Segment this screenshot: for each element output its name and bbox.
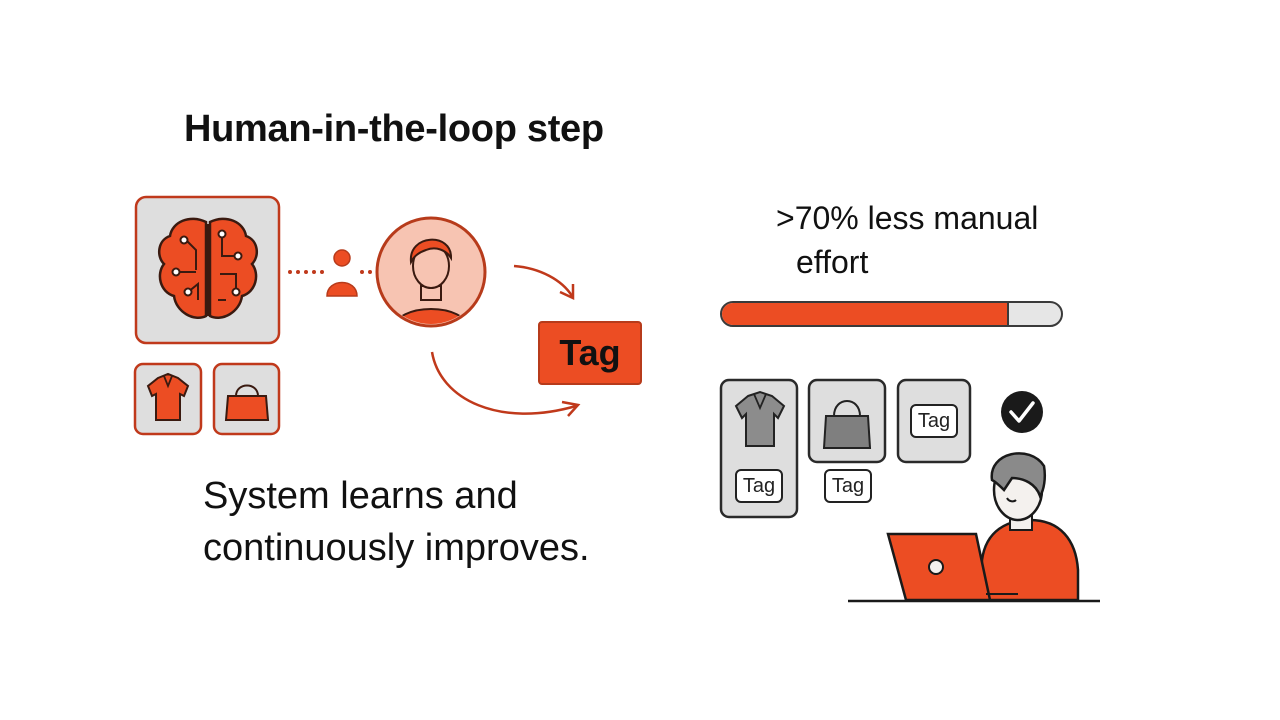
progress-fill — [722, 303, 1009, 325]
shirt-icon — [133, 362, 203, 436]
bag-icon — [212, 362, 281, 436]
stat-line-2: effort — [796, 244, 869, 280]
stat-text: >70% less manual effort — [776, 196, 1106, 284]
stat-line-1: >70% less manual — [776, 200, 1039, 236]
caption-text: System learns and continuously improves. — [203, 475, 590, 569]
checkmark-icon — [1001, 391, 1043, 433]
product-card-bag — [807, 378, 887, 464]
tag-label-card-tag: Tag — [910, 404, 958, 438]
progress-bar — [720, 301, 1063, 327]
dotted-connector — [288, 270, 372, 274]
arrow-to-tag-bottom — [430, 351, 581, 417]
page-title: Human-in-the-loop step — [184, 108, 604, 150]
user-avatar-icon — [375, 216, 487, 328]
tag-label-card-shirt: Tag — [735, 469, 783, 503]
tag-label-card-bag: Tag — [824, 469, 872, 503]
tag-label-main: Tag — [538, 321, 642, 385]
brain-icon — [134, 195, 281, 345]
arrow-to-tag-top — [513, 264, 575, 300]
person-icon — [326, 249, 358, 297]
person-at-laptop-icon — [848, 452, 1100, 603]
